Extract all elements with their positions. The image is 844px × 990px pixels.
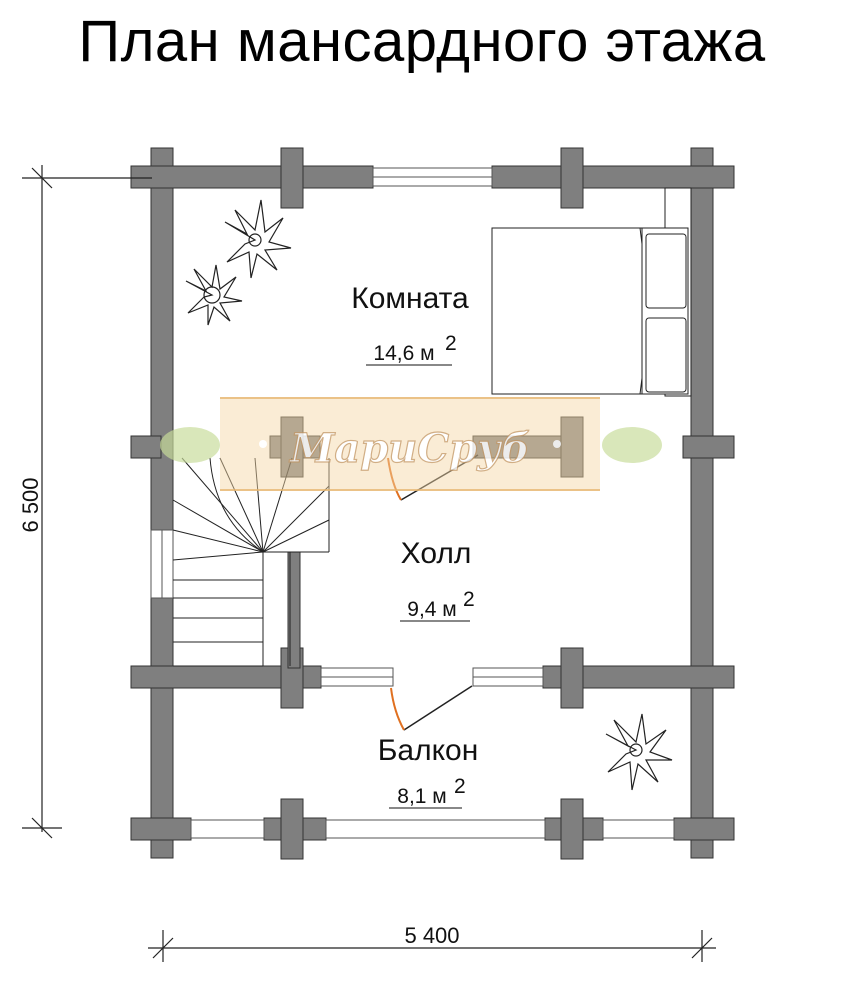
doors bbox=[387, 454, 479, 731]
room-name: Холл bbox=[401, 537, 472, 570]
room-area: 9,4 м bbox=[407, 598, 456, 621]
log-cross bbox=[280, 798, 304, 860]
dimension-width-text: 5 400 bbox=[404, 923, 459, 948]
room-name: Балкон bbox=[378, 734, 479, 767]
window-balcony-right bbox=[472, 667, 544, 687]
wall-mid-right-end bbox=[682, 435, 735, 459]
wall-mid-left-end bbox=[130, 435, 162, 459]
wall-bottom-left-end bbox=[130, 817, 192, 841]
log-cross bbox=[560, 147, 584, 209]
door-balcony bbox=[390, 685, 473, 731]
door-room bbox=[387, 454, 479, 501]
log-cross bbox=[280, 416, 304, 478]
room-name: Комната bbox=[351, 282, 469, 315]
wall-right bbox=[690, 147, 714, 859]
room-area-sup: 2 bbox=[445, 332, 457, 355]
log-cross bbox=[280, 147, 304, 209]
watermark-logo: МариСруб bbox=[160, 397, 662, 491]
leaf-icon bbox=[160, 427, 662, 463]
window-top bbox=[372, 167, 493, 187]
wall-left bbox=[150, 147, 174, 859]
page-title: План мансардного этажа bbox=[78, 9, 766, 74]
window-balcony-left bbox=[320, 667, 394, 687]
railing-bottom bbox=[190, 819, 675, 839]
room-area-sup: 2 bbox=[463, 588, 475, 611]
log-cross bbox=[560, 798, 584, 860]
watermark-text: МариСруб bbox=[288, 425, 530, 472]
dimension-height: 6 500 bbox=[18, 165, 152, 839]
plant-icon bbox=[185, 264, 243, 326]
room-area: 8,1 м bbox=[397, 785, 446, 808]
wall-top-right bbox=[491, 165, 735, 189]
plant-icon bbox=[224, 199, 292, 279]
room-area: 14,6 м bbox=[373, 342, 434, 365]
walls bbox=[130, 147, 735, 860]
window-left bbox=[150, 529, 174, 599]
dimension-width: 5 400 bbox=[148, 923, 716, 962]
bed bbox=[491, 187, 692, 397]
wall-top-left bbox=[130, 165, 374, 189]
room-label-balkon: Балкон 8,1 м 2 bbox=[378, 734, 479, 809]
log-cross bbox=[560, 647, 584, 709]
room-label-komnata: Комната 14,6 м 2 bbox=[351, 282, 469, 366]
windows bbox=[150, 167, 675, 839]
wall-bottom-right-end bbox=[673, 817, 735, 841]
room-area-sup: 2 bbox=[454, 775, 466, 798]
dimension-height-text: 6 500 bbox=[18, 477, 43, 532]
plant-icon bbox=[605, 713, 673, 791]
staircase bbox=[172, 457, 330, 667]
log-cross bbox=[560, 416, 584, 478]
room-label-holl: Холл 9,4 м 2 bbox=[400, 537, 475, 622]
